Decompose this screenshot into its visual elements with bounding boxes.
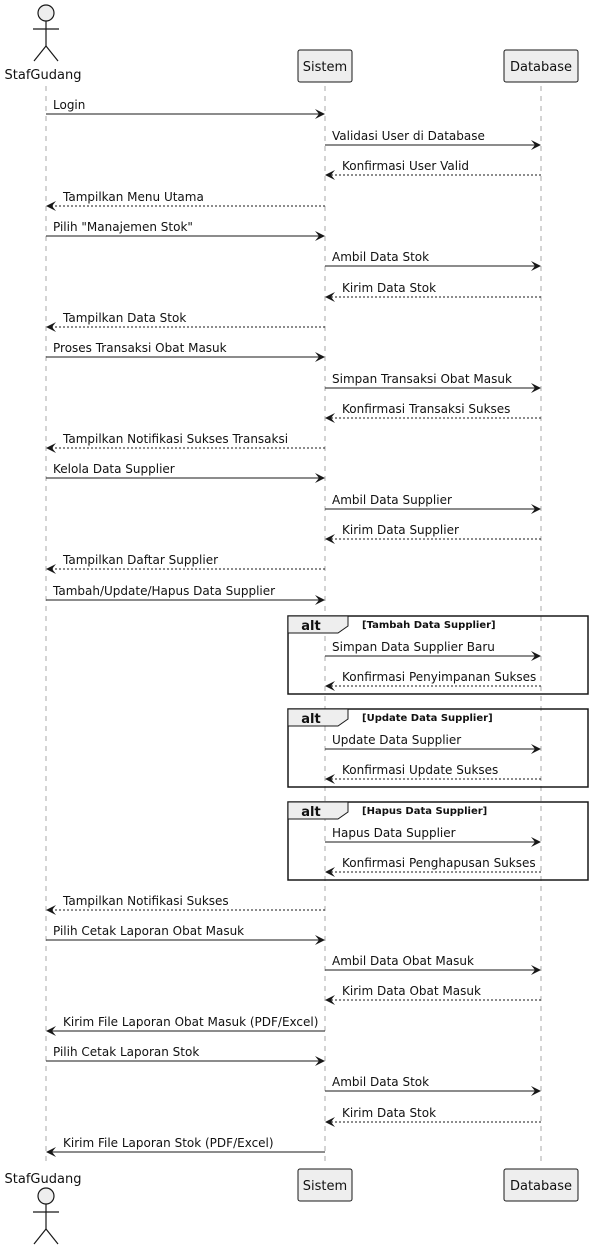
message-label: Tampilkan Notifikasi Sukses Transaksi xyxy=(62,432,288,446)
message: Proses Transaksi Obat Masuk xyxy=(46,341,325,362)
message: Ambil Data Supplier xyxy=(325,493,541,514)
message: Tampilkan Menu Utama xyxy=(46,190,325,211)
system-label-top: Sistem xyxy=(303,60,347,75)
message-label: Kirim Data Stok xyxy=(342,1106,436,1120)
message-label: Ambil Data Supplier xyxy=(332,493,452,507)
message-label: Kirim Data Supplier xyxy=(342,523,459,537)
message: Kirim Data Stok xyxy=(325,281,541,302)
message: Kirim File Laporan Stok (PDF/Excel) xyxy=(46,1136,325,1157)
actor-bottom: StafGudang xyxy=(5,1172,82,1245)
message: Kelola Data Supplier xyxy=(46,462,325,483)
system-label-bottom: Sistem xyxy=(303,1179,347,1194)
message-label: Pilih "Manajemen Stok" xyxy=(53,220,193,234)
message-label: Konfirmasi Penyimpanan Sukses xyxy=(342,670,536,684)
alt-guard: [Tambah Data Supplier] xyxy=(362,620,496,631)
message-label: Simpan Transaksi Obat Masuk xyxy=(332,372,512,386)
message: Kirim Data Supplier xyxy=(325,523,541,544)
message: Ambil Data Stok xyxy=(325,250,541,271)
alt-keyword: alt xyxy=(301,712,320,727)
alt-guard: [Update Data Supplier] xyxy=(362,713,493,724)
message: Tampilkan Notifikasi Sukses xyxy=(46,894,325,915)
actor-top: StafGudang xyxy=(5,4,82,83)
alt-fragment: alt [Hapus Data Supplier] xyxy=(287,801,589,881)
database-label-top: Database xyxy=(510,60,572,75)
message: Kirim Data Obat Masuk xyxy=(325,984,541,1005)
message: Ambil Data Stok xyxy=(325,1075,541,1096)
message-label: Hapus Data Supplier xyxy=(332,826,456,840)
actor-label-bottom: StafGudang xyxy=(5,1172,82,1187)
stick-figure-icon xyxy=(33,1187,59,1245)
message-label: Proses Transaksi Obat Masuk xyxy=(53,341,227,355)
message: Pilih Cetak Laporan Obat Masuk xyxy=(46,924,325,945)
message-label: Pilih Cetak Laporan Stok xyxy=(53,1045,199,1059)
message-label: Kirim Data Obat Masuk xyxy=(342,984,481,998)
message-label: Kirim File Laporan Obat Masuk (PDF/Excel… xyxy=(63,1015,318,1029)
message-label: Validasi User di Database xyxy=(332,129,485,143)
message-label: Tampilkan Daftar Supplier xyxy=(62,553,218,567)
message: Login xyxy=(46,98,325,119)
database-participant-bottom: Database xyxy=(503,1168,579,1202)
message: Update Data Supplier xyxy=(325,733,541,754)
message: Konfirmasi User Valid xyxy=(325,159,541,180)
message: Tampilkan Daftar Supplier xyxy=(46,553,325,574)
message: Konfirmasi Penghapusan Sukses xyxy=(325,856,541,877)
message: Konfirmasi Transaksi Sukses xyxy=(325,402,541,423)
alt-keyword: alt xyxy=(301,619,320,634)
message-label: Konfirmasi Transaksi Sukses xyxy=(342,402,510,416)
alt-guard: [Hapus Data Supplier] xyxy=(362,806,487,817)
message-label: Tampilkan Menu Utama xyxy=(62,190,204,204)
message-label: Konfirmasi User Valid xyxy=(342,159,469,173)
message: Tampilkan Data Stok xyxy=(46,311,325,332)
message-label: Konfirmasi Update Sukses xyxy=(342,763,498,777)
message: Ambil Data Obat Masuk xyxy=(325,954,541,975)
message: Kirim Data Stok xyxy=(325,1106,541,1127)
message-label: Login xyxy=(53,98,85,112)
message-label: Tambah/Update/Hapus Data Supplier xyxy=(52,584,275,598)
message: Konfirmasi Penyimpanan Sukses xyxy=(325,670,541,691)
message-label: Kirim Data Stok xyxy=(342,281,436,295)
alt-fragment: alt [Tambah Data Supplier] xyxy=(287,615,589,695)
message-label: Ambil Data Stok xyxy=(332,250,429,264)
alt-keyword: alt xyxy=(301,805,320,820)
message-label: Tampilkan Data Stok xyxy=(62,311,186,325)
database-label-bottom: Database xyxy=(510,1179,572,1194)
message-label: Konfirmasi Penghapusan Sukses xyxy=(342,856,536,870)
database-participant-top: Database xyxy=(503,49,579,83)
message: Pilih Cetak Laporan Stok xyxy=(46,1045,325,1066)
message: Hapus Data Supplier xyxy=(325,826,541,847)
message-label: Ambil Data Obat Masuk xyxy=(332,954,474,968)
message-label: Update Data Supplier xyxy=(332,733,461,747)
message-label: Tampilkan Notifikasi Sukses xyxy=(62,894,229,908)
message: Konfirmasi Update Sukses xyxy=(325,763,541,784)
message-label: Ambil Data Stok xyxy=(332,1075,429,1089)
message: Simpan Transaksi Obat Masuk xyxy=(325,372,541,393)
message: Tambah/Update/Hapus Data Supplier xyxy=(46,584,325,605)
message-label: Pilih Cetak Laporan Obat Masuk xyxy=(53,924,244,938)
system-participant-top: Sistem xyxy=(297,49,353,83)
message: Simpan Data Supplier Baru xyxy=(325,640,541,661)
message: Pilih "Manajemen Stok" xyxy=(46,220,325,241)
message: Kirim File Laporan Obat Masuk (PDF/Excel… xyxy=(46,1015,325,1036)
alt-fragment: alt [Update Data Supplier] xyxy=(287,708,589,788)
system-participant-bottom: Sistem xyxy=(297,1168,353,1202)
message: Tampilkan Notifikasi Sukses Transaksi xyxy=(46,432,325,453)
message: Validasi User di Database xyxy=(325,129,541,150)
message-label: Kelola Data Supplier xyxy=(53,462,175,476)
message-label: Simpan Data Supplier Baru xyxy=(332,640,495,654)
message-label: Kirim File Laporan Stok (PDF/Excel) xyxy=(63,1136,274,1150)
stick-figure-icon xyxy=(33,4,59,62)
actor-label-top: StafGudang xyxy=(5,68,82,83)
